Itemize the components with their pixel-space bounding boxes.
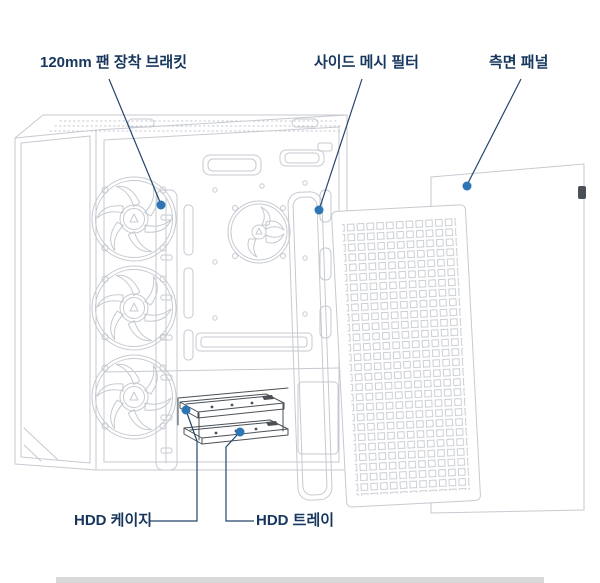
hdd-cage-and-trays (177, 387, 289, 445)
front-fan-bottom (91, 354, 177, 440)
dot-fan-bracket (156, 200, 166, 210)
dot-hdd-tray (235, 427, 245, 437)
dot-mesh-filter (314, 205, 324, 215)
leader-lines (108, 78, 522, 522)
label-mesh-filter: 사이드 메시 필터 (314, 54, 419, 71)
label-hdd-cage: HDD 케이지 (74, 512, 153, 529)
mesh-filter-part (287, 191, 333, 501)
bottom-divider (56, 577, 544, 583)
callout-dots (156, 181, 472, 437)
label-hdd-tray: HDD 트레이 (256, 512, 335, 529)
perforated-panel-part (331, 204, 481, 508)
front-fan-top (91, 176, 177, 262)
dot-side-panel (462, 181, 472, 191)
dot-hdd-cage (181, 405, 191, 415)
label-side-panel: 측면 패널 (489, 54, 549, 71)
case-body (14, 114, 348, 471)
front-fan-middle (91, 265, 177, 351)
label-fan-bracket: 120mm 팬 장착 브래킷 (40, 54, 188, 71)
